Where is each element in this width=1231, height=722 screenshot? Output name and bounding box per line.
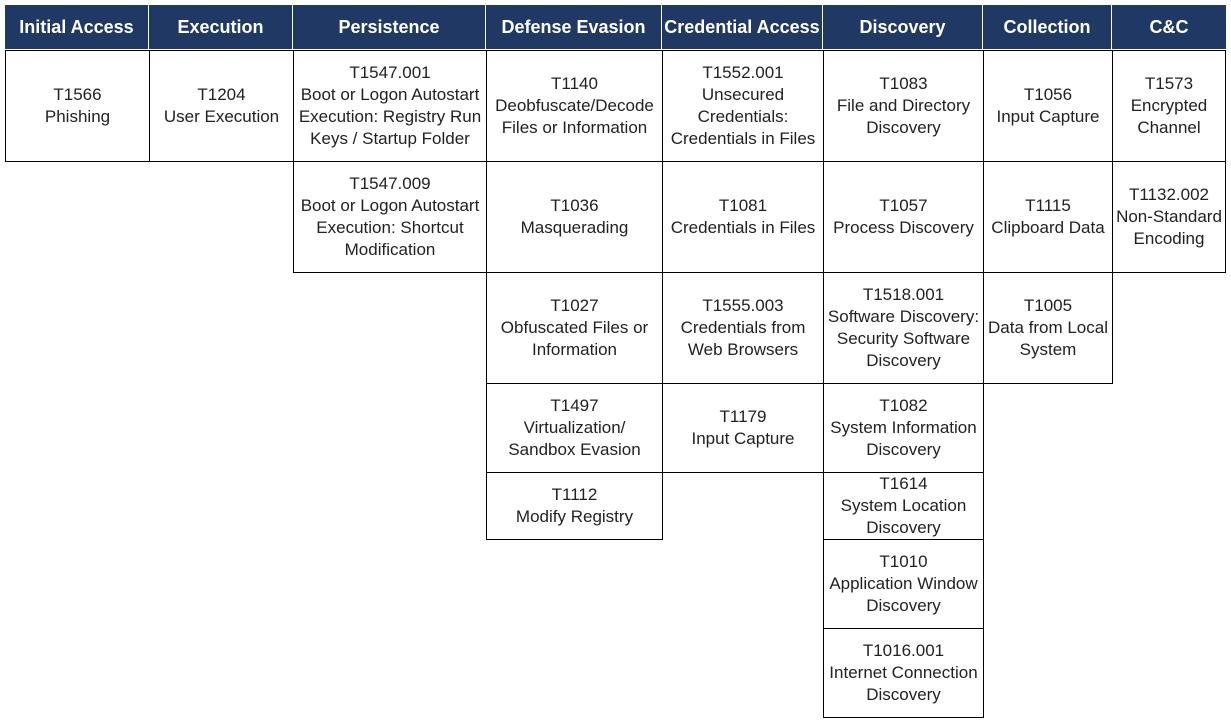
technique-cell: T1027 Obfuscated Files or Information — [486, 272, 663, 384]
technique-id: T1082 — [879, 396, 928, 415]
technique-cell: T1140 Deobfuscate/Decode Files or Inform… — [486, 50, 663, 162]
technique-cell: T1566 Phishing — [5, 50, 150, 162]
technique-name: Input Capture — [996, 107, 1100, 126]
technique-id: T1552.001 — [702, 63, 784, 82]
technique-cell: T1547.009 Boot or Logon Autostart Execut… — [293, 161, 487, 273]
technique-name: Deobfuscate/Decode Files or Information — [495, 96, 654, 137]
technique-id: T1518.001 — [862, 285, 945, 304]
technique-name: Data from Local System — [988, 318, 1108, 359]
technique-name: System Information Discovery — [830, 418, 977, 459]
technique-cell: T1036 Masquerading — [486, 161, 663, 273]
technique-id: T1083 — [879, 74, 928, 93]
technique-name: Encrypted Channel — [1130, 96, 1208, 137]
technique-name: Unsecured Credentials: Credentials in Fi… — [670, 85, 816, 148]
technique-name: Credentials from Web Browsers — [680, 318, 806, 359]
technique-cell: T1056 Input Capture — [983, 50, 1113, 162]
technique-cell: T1081 Credentials in Files — [662, 161, 824, 273]
technique-id: T1056 — [1023, 85, 1073, 104]
technique-id: T1204 — [197, 85, 246, 104]
technique-name: Credentials in Files — [670, 218, 816, 237]
technique-cell: T1518.001 Software Discovery: Security S… — [823, 272, 984, 384]
header-collection: Collection — [983, 5, 1112, 49]
technique-cell: T1552.001 Unsecured Credentials: Credent… — [662, 50, 824, 162]
header-cnc: C&C — [1112, 5, 1226, 49]
technique-cell: T1573 Encrypted Channel — [1112, 50, 1226, 162]
technique-cell: T1057 Process Discovery — [823, 161, 984, 273]
technique-id: T1057 — [879, 196, 928, 215]
header-discovery: Discovery — [823, 5, 983, 49]
technique-name: Virtualization/ Sandbox Evasion — [508, 418, 641, 459]
technique-name: Obfuscated Files or Information — [500, 318, 649, 359]
technique-cell: T1547.001 Boot or Logon Autostart Execut… — [293, 50, 487, 162]
technique-name: Clipboard Data — [991, 218, 1105, 237]
technique-id: T1497 — [550, 396, 599, 415]
technique-cell: T1204 User Execution — [149, 50, 294, 162]
technique-name: User Execution — [163, 107, 280, 126]
header-defense-evasion: Defense Evasion — [486, 5, 662, 49]
technique-name: Input Capture — [691, 429, 795, 448]
technique-id: T1027 — [550, 296, 599, 315]
technique-cell: T1132.002 Non-Standard Encoding — [1112, 161, 1226, 273]
technique-id: T1132.002 — [1128, 185, 1210, 204]
technique-id: T1547.001 — [349, 63, 431, 82]
technique-name: Software Discovery: Security Software Di… — [827, 307, 980, 370]
technique-id: T1036 — [550, 196, 599, 215]
header-execution: Execution — [149, 5, 293, 49]
technique-cell: T1115 Clipboard Data — [983, 161, 1113, 273]
technique-cell: T1555.003 Credentials from Web Browsers — [662, 272, 824, 384]
technique-id: T1573 — [1144, 74, 1194, 93]
technique-id: T1140 — [551, 74, 598, 93]
technique-cell: T1082 System Information Discovery — [823, 383, 984, 473]
technique-name: File and Directory Discovery — [836, 96, 971, 137]
technique-name: Internet Connection Discovery — [829, 663, 978, 704]
technique-id: T1081 — [718, 196, 768, 215]
technique-name: Process Discovery — [833, 218, 974, 237]
technique-name: Boot or Logon Autostart Execution: Short… — [300, 196, 480, 259]
technique-id: T1555.003 — [702, 296, 784, 315]
technique-cell: T1179 Input Capture — [662, 383, 824, 473]
technique-cell: T1083 File and Directory Discovery — [823, 50, 984, 162]
technique-id: T1179 — [719, 407, 767, 426]
technique-id: T1614 — [879, 474, 928, 493]
technique-name: Application Window Discovery — [829, 574, 978, 615]
header-persistence: Persistence — [293, 5, 486, 49]
technique-name: Non-Standard Encoding — [1116, 207, 1222, 248]
technique-cell: T1112 Modify Registry — [486, 472, 663, 540]
technique-cell: T1005 Data from Local System — [983, 272, 1113, 384]
technique-name: Boot or Logon Autostart Execution: Regis… — [298, 85, 482, 148]
technique-id: T1115 — [1025, 196, 1071, 215]
technique-id: T1112 — [551, 485, 598, 504]
header-credential-access: Credential Access — [662, 5, 823, 49]
technique-cell: T1497 Virtualization/ Sandbox Evasion — [486, 383, 663, 473]
technique-id: T1016.001 — [862, 641, 945, 660]
technique-name: Modify Registry — [515, 507, 634, 526]
technique-id: T1547.009 — [349, 174, 431, 193]
technique-cell: T1614 System Location Discovery — [823, 472, 984, 540]
technique-id: T1010 — [879, 552, 928, 571]
header-initial-access: Initial Access — [5, 5, 149, 49]
technique-cell: T1016.001 Internet Connection Discovery — [823, 628, 984, 718]
technique-id: T1005 — [1023, 296, 1073, 315]
technique-name: System Location Discovery — [840, 496, 967, 537]
technique-cell: T1010 Application Window Discovery — [823, 539, 984, 629]
technique-name: Masquerading — [520, 218, 629, 237]
technique-name: Phishing — [44, 107, 111, 126]
technique-id: T1566 — [53, 85, 102, 104]
